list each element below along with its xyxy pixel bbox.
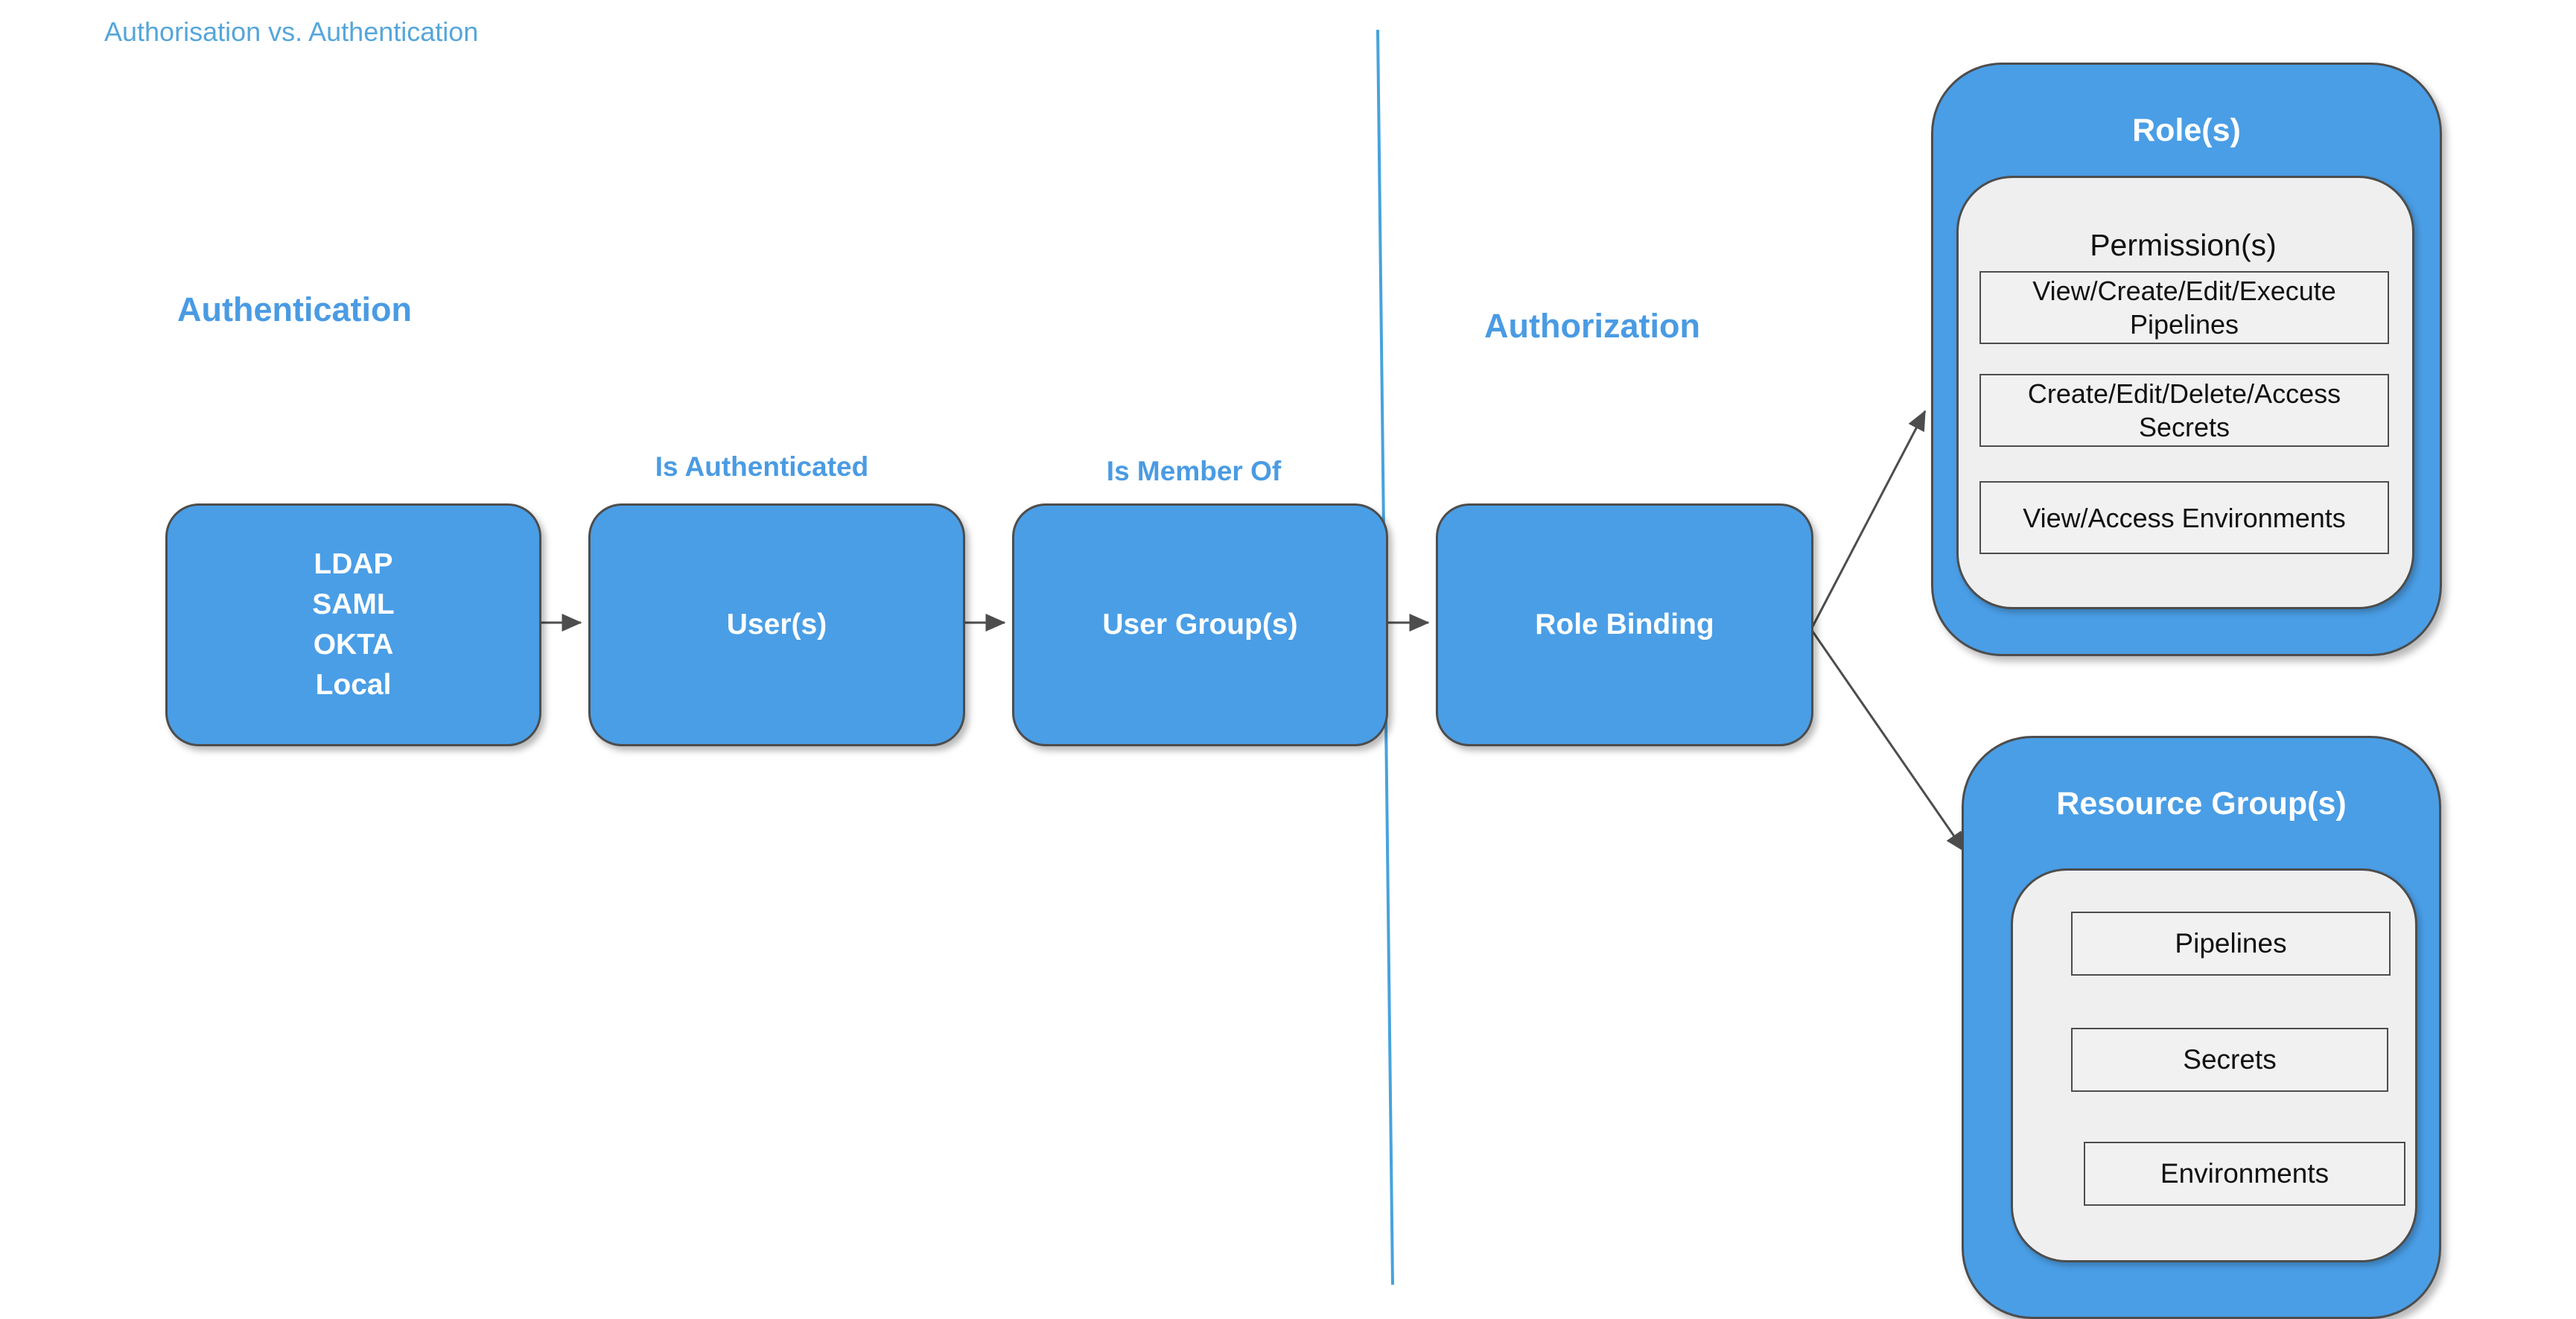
edge-label-is-authenticated: Is Authenticated	[655, 451, 869, 482]
arrow-rolebinding-to-roles	[1810, 410, 1927, 630]
node-users: User(s)	[588, 503, 965, 746]
section-heading-authorization: Authorization	[1484, 307, 1700, 345]
node-role-binding: Role Binding	[1436, 503, 1813, 746]
identity-providers-label: LDAP SAML OKTA Local	[312, 548, 395, 701]
node-identity-providers: LDAP SAML OKTA Local	[165, 503, 541, 746]
user-groups-label: User Group(s)	[1102, 608, 1298, 641]
resource-item: Secrets	[2071, 1028, 2388, 1092]
role-binding-label: Role Binding	[1535, 608, 1714, 641]
users-label: User(s)	[726, 608, 827, 641]
permission-item: Create/Edit/Delete/Access Secrets	[1979, 374, 2389, 447]
page-title: Authorisation vs. Authentication	[104, 16, 479, 47]
section-heading-authentication: Authentication	[177, 290, 412, 328]
permission-item: View/Access Environments	[1979, 481, 2389, 554]
node-user-groups: User Group(s)	[1012, 503, 1388, 746]
resource-item: Pipelines	[2071, 912, 2391, 976]
roles-title: Role(s)	[2132, 112, 2241, 148]
resource-groups-title: Resource Group(s)	[2056, 786, 2347, 821]
arrow-rolebinding-to-resource-groups	[1810, 629, 1966, 853]
resource-item: Environments	[2084, 1142, 2405, 1206]
edge-label-is-member-of: Is Member Of	[1106, 456, 1282, 486]
permission-item: View/Create/Edit/Execute Pipelines	[1979, 271, 2389, 344]
permissions-title: Permission(s)	[2090, 228, 2277, 262]
